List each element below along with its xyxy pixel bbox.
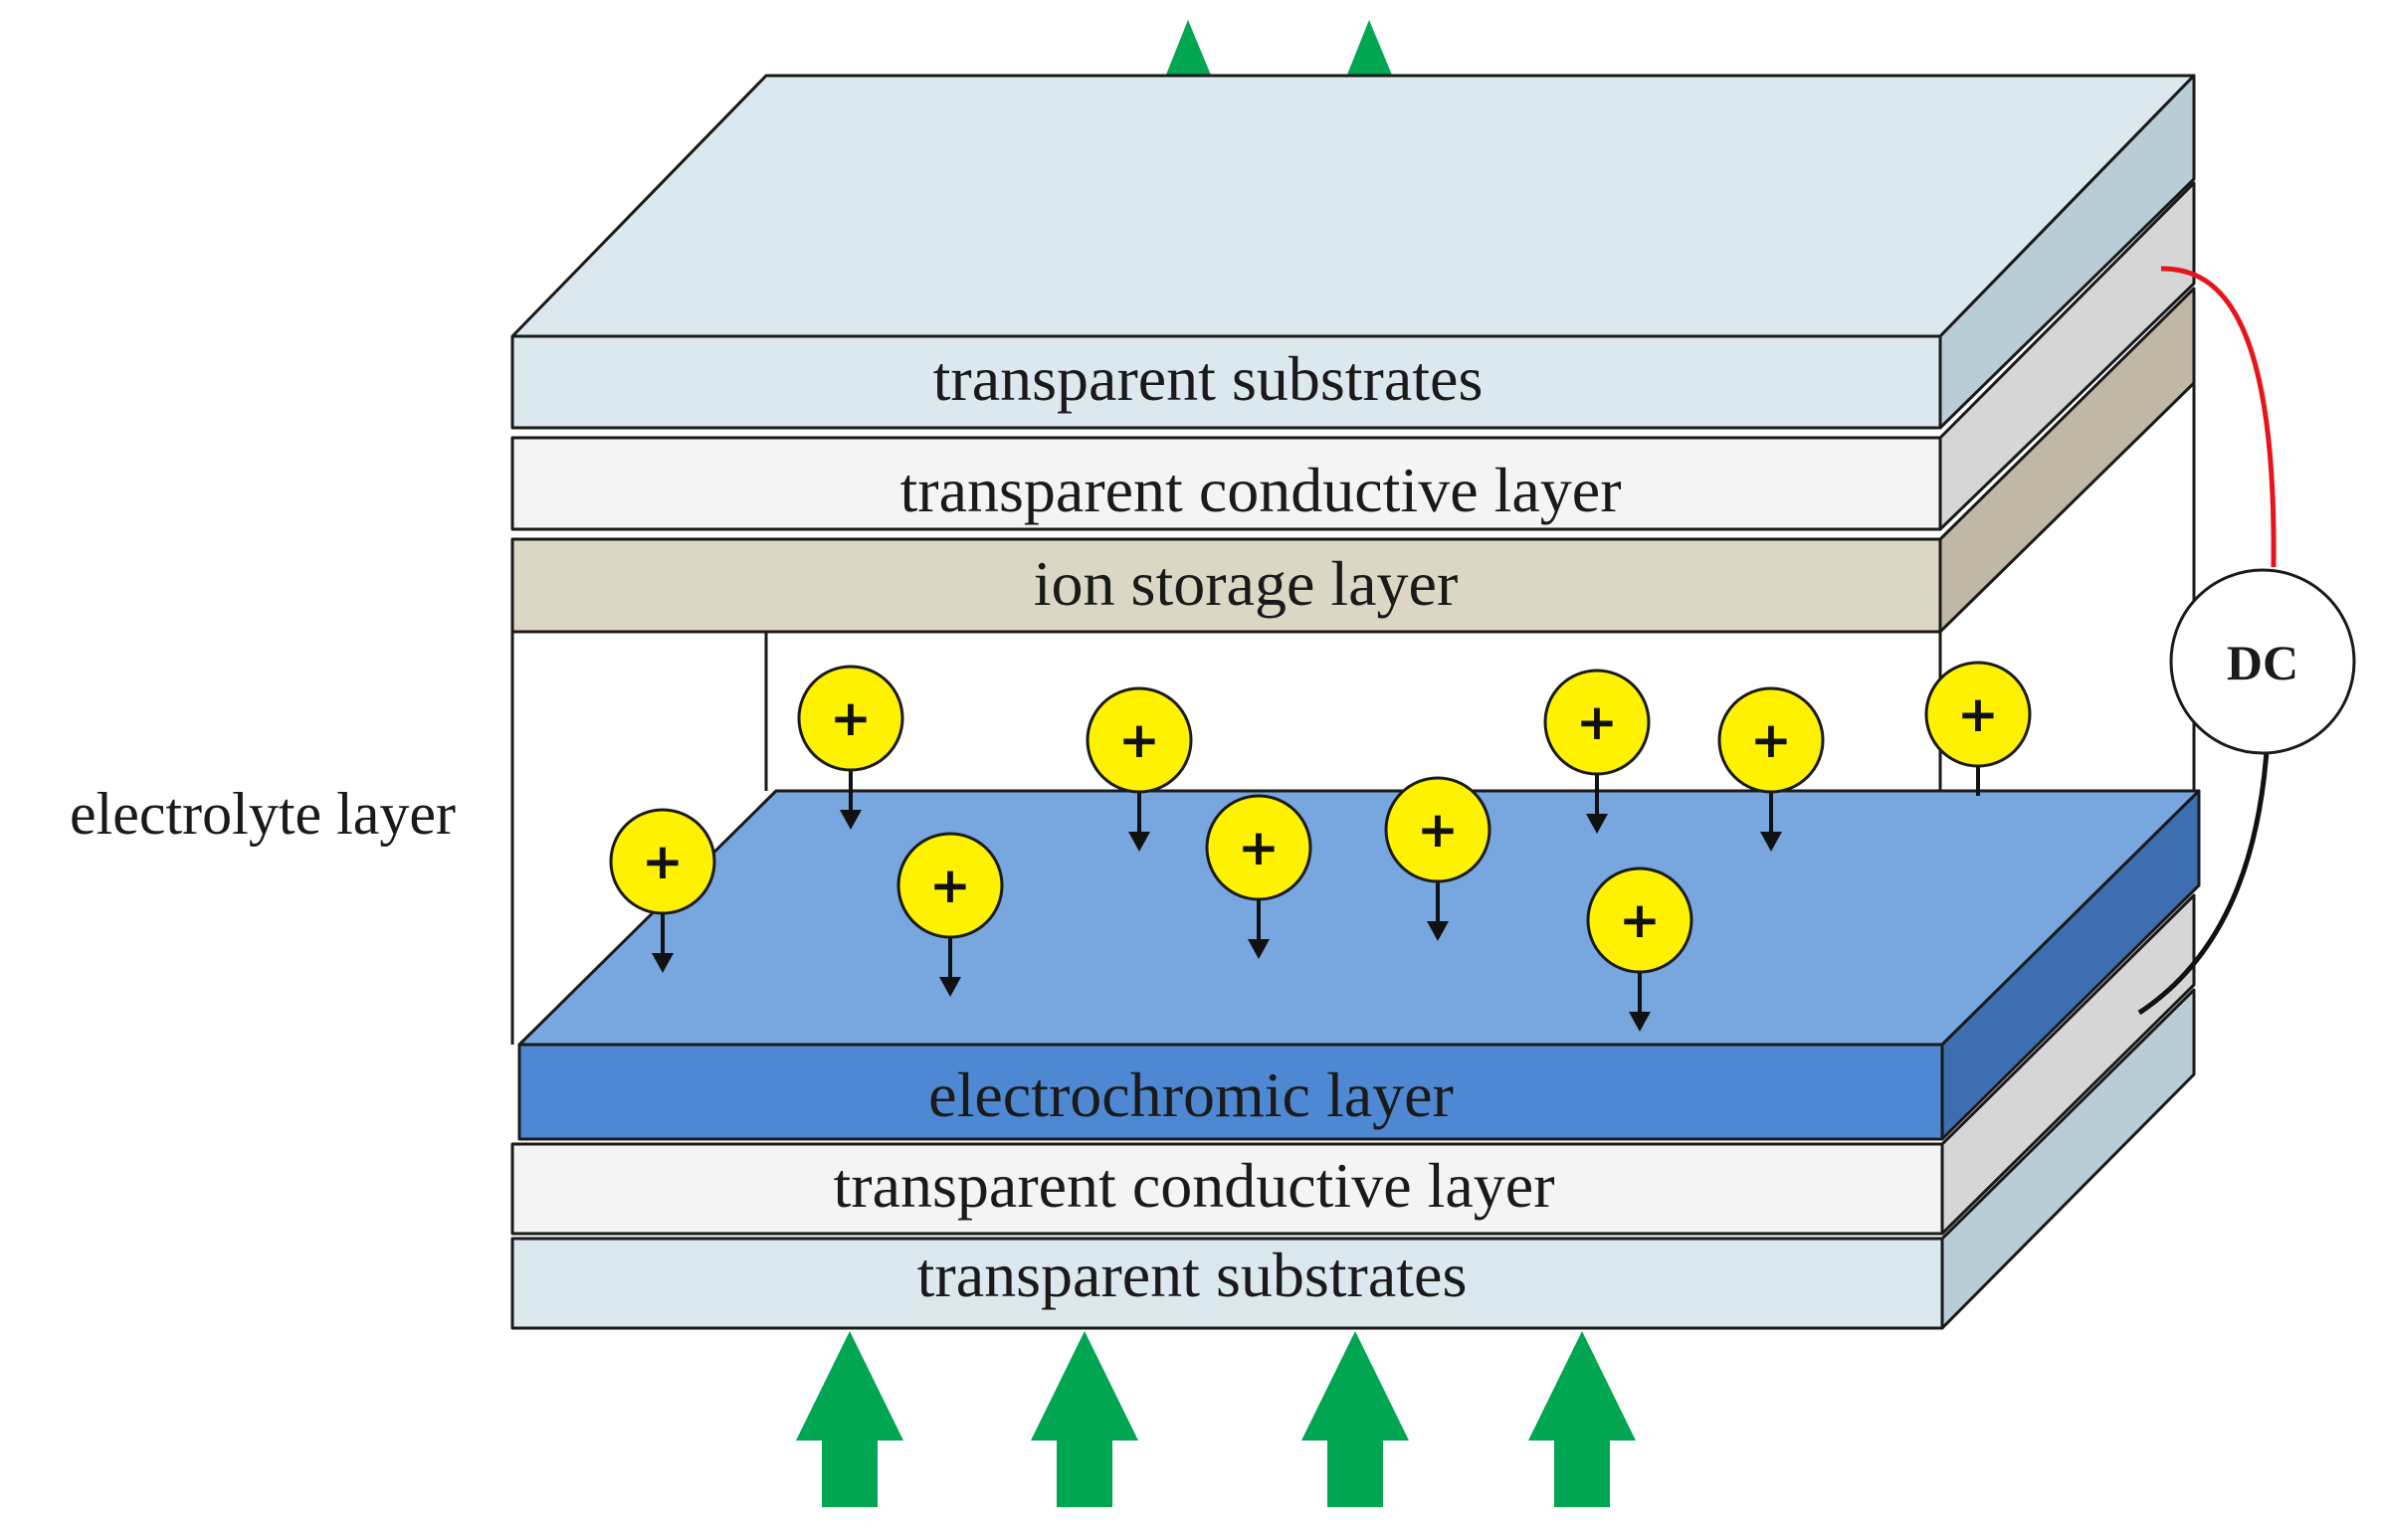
ion: + (1586, 866, 1693, 1032)
ion-storage-front (510, 537, 1942, 634)
ion-symbol: + (642, 833, 684, 890)
ion-circle (896, 832, 1004, 939)
electrochromic-label: electrochromic layer (928, 1059, 1454, 1130)
bottom-substrate-front (510, 1237, 1944, 1330)
incoming-light-arrow (796, 1331, 903, 1507)
bottom-conductive-label: transparent conductive layer (834, 1150, 1555, 1221)
ion-symbol: + (830, 689, 872, 747)
ion: + (1086, 686, 1193, 852)
ion-symbol: + (1238, 819, 1280, 876)
ion: + (1717, 686, 1825, 852)
ion-circle (1086, 686, 1193, 794)
electrochromic-front (517, 1043, 1944, 1141)
ion-symbol: + (929, 857, 971, 914)
top-conductive-front (510, 436, 1942, 531)
ion-symbol: + (1417, 801, 1459, 859)
ion: + (1384, 776, 1491, 941)
ion: + (609, 808, 716, 973)
incoming-light-arrow (1528, 1331, 1636, 1507)
ion-symbol: + (1957, 685, 1999, 743)
ion-symbol: + (1750, 711, 1792, 769)
ion-circle (1543, 669, 1651, 776)
layer-labels: transparent substrates transparent condu… (70, 343, 1622, 1310)
top-substrate-top-face (510, 74, 2196, 338)
incoming-light-arrow (1031, 1331, 1138, 1507)
ion-circle (1586, 866, 1693, 974)
bottom-stack (510, 893, 2196, 1330)
ion-circle (1717, 686, 1825, 794)
ions: + + + + + + (609, 661, 2032, 1032)
dc-circuit: DC (2137, 266, 2356, 1016)
ion: + (896, 832, 1004, 997)
ion-storage-label: ion storage layer (1034, 548, 1459, 619)
top-substrate-label: transparent substrates (933, 343, 1484, 414)
ion-circle (1924, 661, 2032, 768)
electrolyte-label: electrolyte layer (70, 781, 456, 847)
top-conductive-label: transparent conductive layer (900, 455, 1622, 525)
ion-symbol: + (1619, 891, 1661, 949)
bottom-substrate-label: transparent substrates (917, 1240, 1468, 1310)
top-stack (510, 74, 2196, 634)
ion-circle (1384, 776, 1491, 883)
ion-symbol: + (1118, 711, 1160, 769)
negative-wire (2137, 750, 2270, 1016)
bottom-conductive-front (510, 1142, 1944, 1236)
ion: + (1924, 661, 2032, 796)
ion: + (797, 665, 904, 830)
electrochromic-top-face (517, 789, 2201, 1047)
dc-label: DC (2227, 635, 2298, 690)
ion-circle (1205, 794, 1312, 901)
ion: + (1205, 794, 1312, 959)
incoming-light-arrow (1301, 1331, 1409, 1507)
incoming-light-arrows (796, 1331, 1636, 1507)
ion: + (1543, 669, 1651, 834)
top-substrate-front (510, 334, 1942, 430)
ion-symbol: + (1576, 693, 1618, 751)
ion-circle (797, 665, 904, 772)
positive-wire (2160, 266, 2277, 568)
dc-source (2169, 568, 2356, 755)
ion-circle (609, 808, 716, 915)
